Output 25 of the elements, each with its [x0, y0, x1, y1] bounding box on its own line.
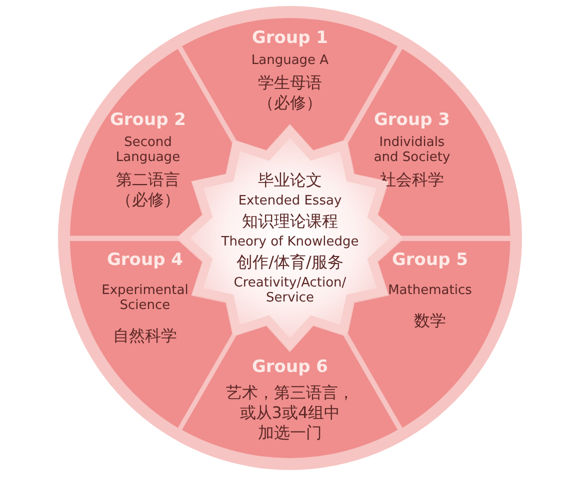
subject-label: Individials and Society [372, 134, 452, 165]
subject-label-chinese: 第二语言（必修） [114, 170, 181, 210]
core-label: Theory of Knowledge [221, 234, 359, 250]
subject-label: Mathematics [388, 283, 472, 298]
group-heading: Group 4 [106, 250, 183, 270]
wheel-segment [348, 48, 510, 236]
subject-label-chinese: 数学 [414, 311, 446, 331]
group-heading: Group 6 [252, 356, 328, 377]
wheel-segment [70, 48, 232, 236]
core-label: Extended Essay [238, 194, 342, 208]
subject-label-chinese: 学生母语（必修） [256, 73, 323, 113]
subject-label-chinese: 艺术，第三语言，或从3或4组中加选一门 [224, 382, 355, 444]
core-label-chinese: 毕业论文 [258, 170, 322, 190]
core-label-chinese: 创作/体育/服务 [236, 252, 344, 272]
subject-label: Language A [251, 53, 329, 68]
core-label: Creativity/Action/ Service [232, 276, 348, 306]
group-heading: Group 5 [392, 250, 468, 270]
group-heading: Group 1 [252, 28, 328, 48]
core-label-chinese: 知识理论课程 [242, 212, 338, 232]
subject-label: Experimental Science [100, 283, 190, 313]
group-heading: Group 2 [110, 110, 186, 130]
wheel-segment [182, 326, 398, 458]
subject-label: Second Language [114, 134, 182, 165]
subject-label-chinese: 自然科学 [112, 326, 177, 346]
group-heading: Group 3 [374, 110, 450, 130]
